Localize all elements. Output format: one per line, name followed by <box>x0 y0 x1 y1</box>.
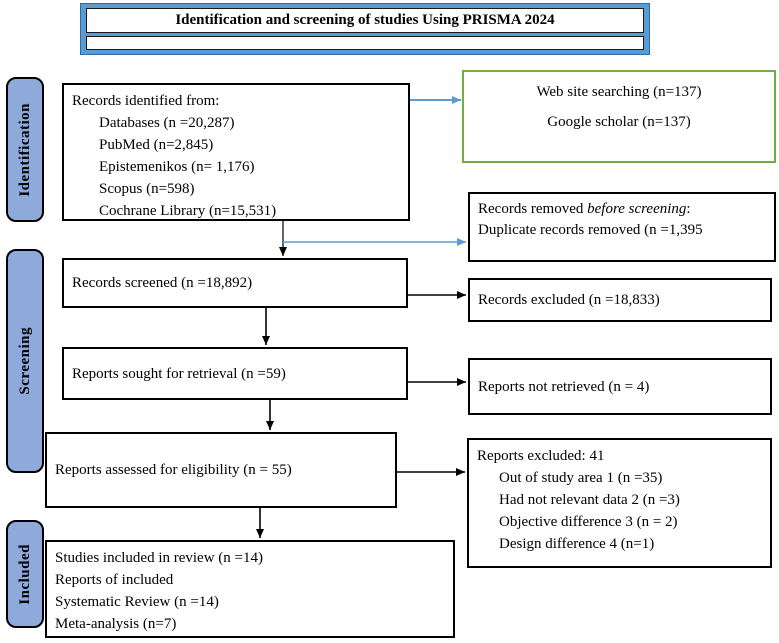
box-heading: Reports excluded: 41 <box>477 448 605 464</box>
reports-excluded-box: Reports excluded: 41 Out of study area 1… <box>467 438 772 568</box>
diagram-title: Identification and screening of studies … <box>86 8 644 33</box>
box-text: Reports sought for retrieval (n =59) <box>72 365 286 382</box>
stage-label-identification: Identification <box>6 77 44 222</box>
included-line: Studies included in review (n =14) <box>55 550 264 566</box>
source-item: Cochrane Library (n=15,531) <box>99 203 277 219</box>
google-scholar-line: Google scholar (n=137) <box>547 114 691 130</box>
source-item: PubMed (n=2,845) <box>99 137 214 153</box>
source-item: Scopus (n=598) <box>99 181 195 197</box>
duplicates-removed-line: Duplicate records removed (n =1,395 <box>478 222 703 238</box>
source-item: Databases (n =20,287) <box>99 115 235 131</box>
records-identified-box: Records identified from: Databases (n =2… <box>62 83 410 221</box>
records-removed-heading: Records removed before screening: <box>478 201 691 217</box>
stage-label-included: Included <box>6 520 44 628</box>
web-searching-line: Web site searching (n=137) <box>536 84 702 100</box>
stage-label-text: Screening <box>16 327 33 395</box>
exclusion-reason: Objective difference 3 (n = 2) <box>499 514 678 530</box>
records-screened-box: Records screened (n =18,892) <box>62 258 408 308</box>
title-banner-empty-bar <box>86 36 644 50</box>
reports-not-retrieved-box: Reports not retrieved (n = 4) <box>468 358 772 415</box>
box-heading: Records identified from: <box>72 93 220 109</box>
box-text: Records screened (n =18,892) <box>72 275 253 291</box>
studies-included-box: Studies included in review (n =14) Repor… <box>45 540 455 638</box>
exclusion-reason: Design difference 4 (n=1) <box>499 536 655 552</box>
reports-sought-box: Reports sought for retrieval (n =59) <box>62 347 408 400</box>
stage-label-text: Included <box>16 543 33 605</box>
source-item: Epistemenikos (n= 1,176) <box>99 159 255 175</box>
title-banner: Identification and screening of studies … <box>80 3 650 55</box>
exclusion-reason: Out of study area 1 (n =35) <box>499 470 663 486</box>
reports-assessed-box: Reports assessed for eligibility (n = 55… <box>45 432 397 508</box>
box-text: Records excluded (n =18,833) <box>478 292 660 308</box>
stage-label-text: Identification <box>16 102 33 197</box>
box-text: Reports assessed for eligibility (n = 55… <box>55 462 292 478</box>
web-searching-box: Web site searching (n=137) Google schola… <box>462 70 776 163</box>
included-line: Meta-analysis (n=7) <box>55 616 177 632</box>
stage-label-screening: Screening <box>6 249 44 473</box>
records-excluded-box: Records excluded (n =18,833) <box>468 278 772 322</box>
exclusion-reason: Had not relevant data 2 (n =3) <box>499 492 680 508</box>
included-line: Reports of included <box>55 572 174 588</box>
included-line: Systematic Review (n =14) <box>55 594 219 610</box>
records-removed-box: Records removed before screening: Duplic… <box>468 192 776 262</box>
box-text: Reports not retrieved (n = 4) <box>478 378 650 395</box>
